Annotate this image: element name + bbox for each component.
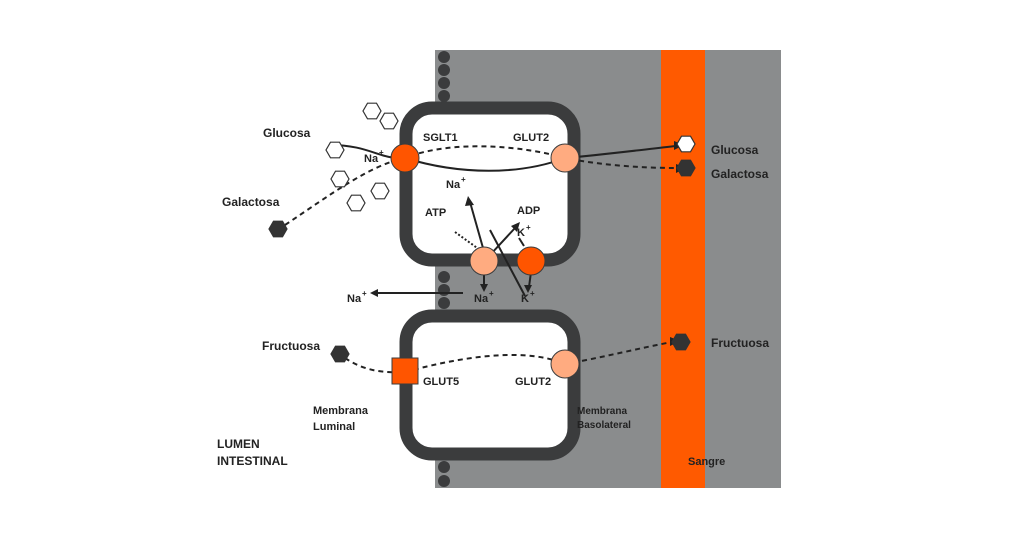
hexagon-filled-icon (676, 159, 696, 177)
galactosa-left-label: Galactosa (222, 195, 280, 209)
k-out-arrow (489, 229, 526, 297)
hexagon-outline-icon (330, 170, 350, 188)
k-bottom-plus: + (530, 289, 535, 298)
hexagon-filled-icon (268, 220, 288, 238)
membrana-luminal-label-1: Membrana (313, 405, 369, 417)
na-sglt-label: Na (364, 153, 379, 165)
na-in-arrow (469, 201, 486, 256)
galactose-path (284, 145, 677, 226)
glucosa-right-label: Glucosa (711, 143, 759, 157)
hexagon-filled-icon (671, 333, 691, 351)
adp-arrowhead (511, 222, 520, 232)
tight-junction-middle (438, 271, 450, 309)
k-top-label: K (517, 227, 525, 239)
blood-vessel (661, 50, 705, 488)
tight-junction-bottom (438, 461, 450, 487)
na-exit-label: Na (347, 293, 362, 305)
enterocyte-top (399, 101, 581, 267)
sglt1-label: SGLT1 (423, 132, 458, 144)
atp-label: ATP (425, 207, 446, 219)
glucosa-left-label: Glucosa (263, 126, 311, 140)
hexagon-outline-icon (370, 182, 390, 200)
sangre-label: Sangre (688, 456, 725, 468)
hexagon-outline-icon (676, 135, 696, 153)
fructuosa-left-label: Fructuosa (262, 339, 320, 353)
glut2-top-transporter (550, 143, 580, 173)
na-k-pump-k-site (516, 246, 546, 276)
lumen-label-2: INTESTINAL (217, 454, 288, 468)
hexagon-outline-icon (379, 112, 399, 130)
na-out-arrowhead (480, 284, 488, 292)
membrana-luminal-label-2: Luminal (313, 421, 355, 433)
adp-arrow (489, 227, 516, 256)
na-sglt-plus: + (379, 148, 384, 157)
hexagon-outline-icon (346, 194, 366, 212)
glut2-bottom-label: GLUT2 (515, 376, 551, 388)
membrana-basolateral-label-1: Membrana (577, 406, 627, 417)
atp-arrow (454, 231, 481, 251)
membrana-basolateral-label-2: Basolateral (577, 420, 631, 431)
na-pump-in-label: Na (446, 179, 461, 191)
fructose-path (344, 341, 673, 374)
enterocyte-bottom (399, 309, 581, 461)
k-top-plus: + (526, 223, 531, 232)
k-top-arrow (518, 237, 525, 247)
fructuosa-right-label: Fructuosa (711, 336, 769, 350)
glucose-path (329, 144, 677, 172)
na-k-pump-na-site (469, 246, 499, 276)
na-pump-in-plus: + (461, 175, 466, 184)
hexagon-filled-icon (330, 345, 350, 363)
glut2-top-label: GLUT2 (513, 132, 549, 144)
k-in-arrowhead (524, 285, 532, 293)
galactosa-right-label: Galactosa (711, 167, 769, 181)
k-bottom-label: K (521, 293, 529, 305)
glut2-bottom-transporter (550, 349, 580, 379)
na-exit-arrowhead (370, 289, 378, 297)
lumen-label-1: LUMEN (217, 437, 260, 451)
glut5-transporter (391, 357, 419, 385)
sglt1-transporter (390, 143, 420, 173)
glut5-label: GLUT5 (423, 376, 459, 388)
na-pump-out-label: Na (474, 293, 489, 305)
na-pump-out-plus: + (489, 289, 494, 298)
tight-junction-top (438, 51, 450, 102)
hexagon-outline-icon (362, 102, 382, 120)
na-exit-plus: + (362, 289, 367, 298)
hexagon-outline-icon (325, 141, 345, 159)
na-in-arrowhead (465, 196, 474, 206)
adp-label: ADP (517, 205, 540, 217)
